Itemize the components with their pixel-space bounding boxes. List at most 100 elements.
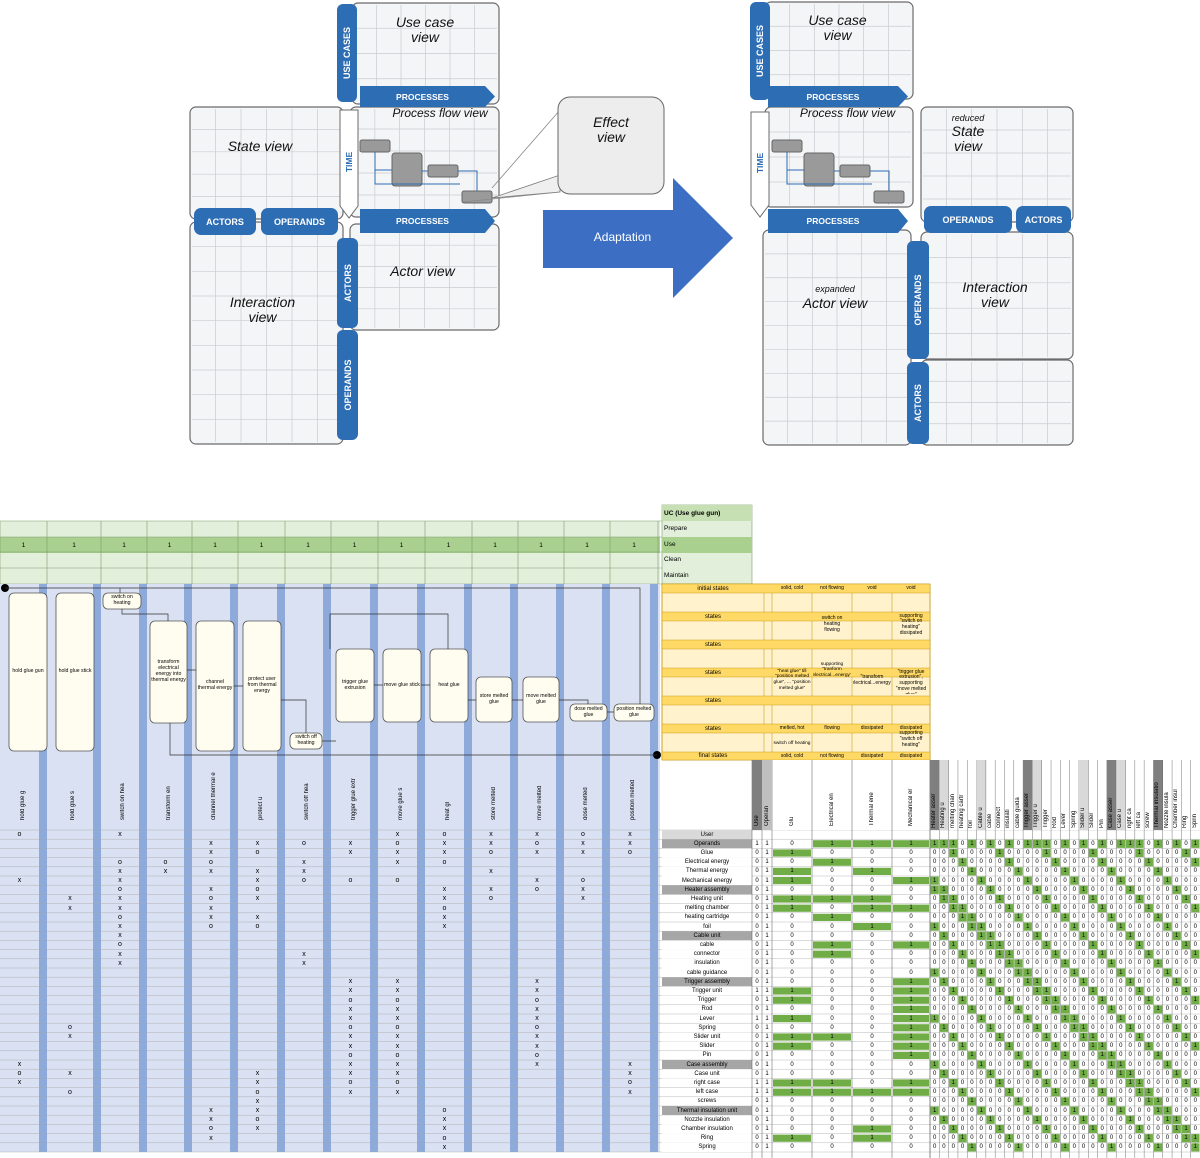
operand-cell: 0 (830, 978, 834, 985)
operand-cell: 0 (755, 914, 759, 921)
actor-cell: 0 (1063, 941, 1067, 948)
interaction-mark: x (302, 950, 306, 958)
actor-cell: 0 (942, 1089, 946, 1096)
actor-cell: 0 (1128, 1089, 1132, 1096)
actor-cell: 0 (942, 1015, 946, 1022)
actor-cell: 0 (1054, 877, 1058, 884)
body-stripe (602, 830, 610, 1152)
interaction-mark: o (489, 895, 493, 903)
interaction-mark: x (348, 1005, 353, 1013)
actor-cell: 1 (998, 951, 1002, 958)
actor-cell: 0 (1193, 1033, 1197, 1040)
actor-cell: 1 (1175, 886, 1179, 893)
interaction-mark: x (489, 867, 493, 875)
flow-line (374, 170, 460, 185)
actor-cell-green (1032, 1023, 1042, 1032)
operand-cell: 1 (765, 1061, 769, 1068)
actor-cell: 1 (1091, 987, 1095, 994)
operand-cell-green (893, 941, 929, 949)
operand-cell: 1 (830, 1033, 834, 1040)
operand-cell: 0 (909, 859, 913, 866)
actor-cell: 0 (1137, 1015, 1142, 1022)
actor-cell: 0 (1147, 1052, 1151, 1059)
actor-cell-green (949, 1078, 958, 1088)
actor-cell: 1 (1100, 1043, 1104, 1050)
actor-cell: 0 (1193, 877, 1197, 884)
actor-column-header: Pin (1098, 819, 1105, 828)
actor-cell-green (986, 977, 995, 986)
actor-cell: 0 (1026, 1098, 1030, 1105)
actor-cell: 1 (942, 840, 946, 847)
body-stripe (39, 830, 47, 1152)
interaction-mark: o (255, 849, 260, 857)
element-row-0: User (700, 831, 714, 838)
actor-cell: 0 (1063, 978, 1067, 985)
actor-cell-green (1181, 1134, 1191, 1143)
actor-cell: 1 (1137, 895, 1142, 902)
actor-cell: 0 (1137, 1107, 1142, 1114)
actor-cell: 0 (1091, 877, 1095, 884)
actor-cell: 1 (1156, 960, 1160, 967)
interaction-mark: x (581, 886, 585, 894)
actor-cell: 0 (1109, 1033, 1114, 1040)
state-value: dissipated (860, 724, 884, 731)
operand-cell: 1 (755, 1015, 759, 1022)
actor-cell: 1 (1016, 1098, 1021, 1105)
actor-cell: 0 (1063, 1107, 1067, 1114)
actor-cell: 1 (1165, 877, 1170, 884)
actor-cell: 0 (988, 1098, 993, 1105)
actor-cell: 0 (1063, 886, 1067, 893)
state-row-label-2: states (704, 641, 721, 648)
interaction-mark: x (395, 1070, 400, 1078)
operand-cell-green (773, 1042, 811, 1050)
actor-cell: 0 (998, 978, 1002, 985)
actor-cell: 0 (979, 1070, 983, 1077)
operand-cell: 1 (765, 1024, 769, 1031)
actor-cell: 0 (988, 987, 993, 994)
actor-cell: 1 (932, 969, 937, 976)
actor-cell: 0 (1156, 1024, 1160, 1031)
actor-cell: 0 (1193, 1006, 1197, 1013)
actor-cell: 0 (1016, 840, 1021, 847)
operand-cell: 1 (790, 1089, 794, 1096)
element-row-15: cable guidance (686, 969, 728, 976)
actor-cell: 0 (932, 1070, 937, 1077)
actor-cell-green (1191, 1134, 1200, 1143)
actor-cell: 0 (970, 1070, 974, 1077)
actor-cell-green (1116, 876, 1126, 885)
actor-cell: 1 (1193, 997, 1197, 1004)
actor-cell: 0 (1175, 969, 1179, 976)
element-row-22: Slider unit (693, 1033, 721, 1040)
actor-cell: 0 (998, 997, 1002, 1004)
interaction-mark: o (255, 886, 260, 894)
actor-cell: 0 (1091, 914, 1095, 921)
operand-cell: 0 (790, 1125, 794, 1132)
actor-cell: 0 (1193, 1125, 1197, 1132)
actor-cell: 0 (1026, 1135, 1030, 1142)
actor-cell: 0 (932, 1006, 937, 1013)
element-bg (662, 1133, 752, 1143)
actor-cell-green (1191, 1088, 1200, 1097)
actor-cell: 0 (1054, 895, 1058, 902)
actor-cell: 1 (942, 1070, 946, 1077)
actor-cell-green (1042, 940, 1051, 950)
operand-cell: 0 (909, 868, 913, 875)
actor-cell: 0 (1184, 1089, 1188, 1096)
actor-cell: 0 (1026, 932, 1030, 939)
operand-cell: 0 (909, 1107, 913, 1114)
actor-cell: 0 (1156, 1116, 1160, 1123)
actor-column-header: heating cartr (958, 794, 965, 828)
actor-cell: 1 (1081, 1024, 1086, 1031)
interaction-mark: x (255, 867, 260, 875)
actor-cell: 0 (1128, 1006, 1132, 1013)
actor-cell: 0 (960, 1144, 965, 1151)
operand-cell: 0 (755, 1052, 759, 1059)
actor-cell: 0 (988, 923, 993, 930)
actor-cell: 1 (1054, 951, 1058, 958)
actor-cell: 0 (988, 895, 993, 902)
operand-cell: 0 (790, 914, 794, 921)
actor-cell: 1 (1193, 859, 1197, 866)
actor-cell: 0 (1044, 1006, 1049, 1013)
interaction-mark: x (348, 978, 353, 986)
operand-cell: 0 (909, 969, 913, 976)
